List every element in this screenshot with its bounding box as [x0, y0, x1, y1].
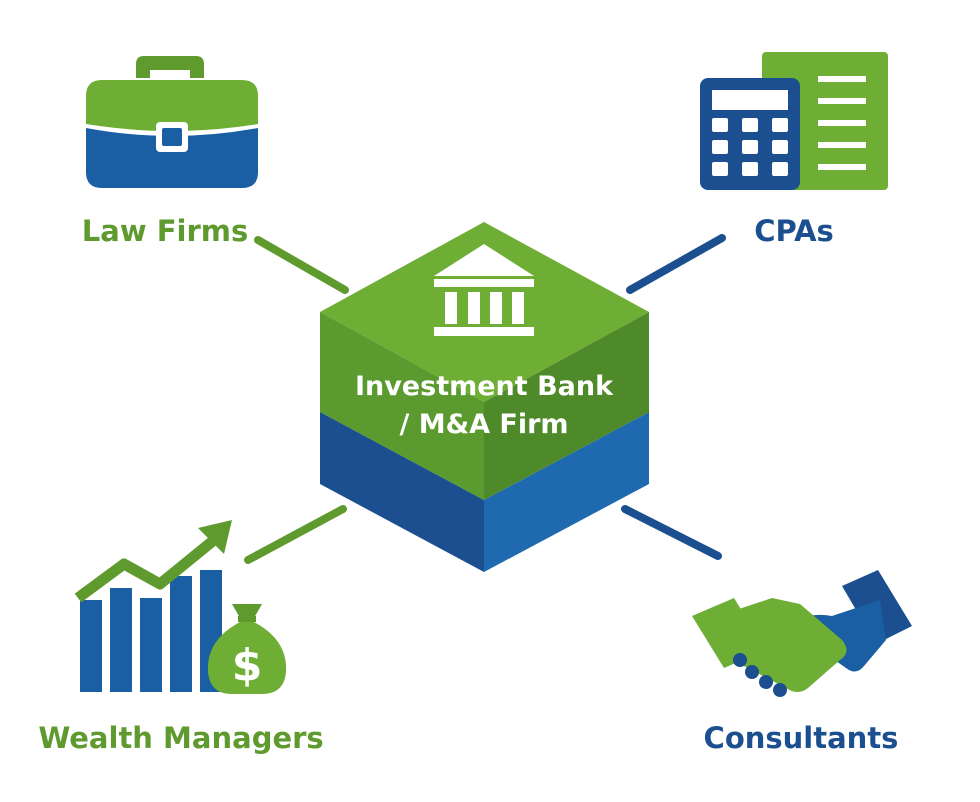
bank-building-icon — [434, 244, 534, 336]
hub-title-line2: / M&A Firm — [399, 409, 568, 440]
svg-text:$: $ — [232, 640, 263, 691]
label-consultants: Consultants — [704, 721, 899, 755]
connector-cpas — [626, 234, 726, 294]
partner-cpas: CPAs — [700, 52, 888, 248]
growth-chart-money-bag-icon: $ — [74, 520, 287, 694]
connectors — [244, 234, 726, 564]
connector-wealth-managers — [244, 505, 347, 564]
handshake-icon — [692, 570, 912, 697]
partner-wealth-managers: $ Wealth Managers — [38, 520, 324, 755]
hub-blue-left — [320, 412, 484, 572]
hub-blue-right — [484, 412, 649, 572]
hub-green-right — [484, 312, 649, 500]
center-hub: Investment Bank / M&A Firm — [320, 222, 649, 572]
label-law-firms: Law Firms — [82, 214, 248, 248]
briefcase-icon — [86, 56, 258, 188]
hub-title-line1: Investment Bank — [355, 371, 614, 402]
money-bag-icon: $ — [207, 604, 287, 694]
partner-law-firms: Law Firms — [82, 56, 258, 248]
hub-green-top — [320, 222, 649, 402]
connector-law-firms — [254, 236, 349, 294]
hub-green-left — [320, 312, 484, 500]
calculator-document-icon — [700, 52, 888, 190]
label-wealth-managers: Wealth Managers — [38, 721, 323, 755]
connector-consultants — [621, 505, 722, 560]
partner-consultants: Consultants — [692, 570, 912, 755]
label-cpas: CPAs — [754, 214, 834, 248]
